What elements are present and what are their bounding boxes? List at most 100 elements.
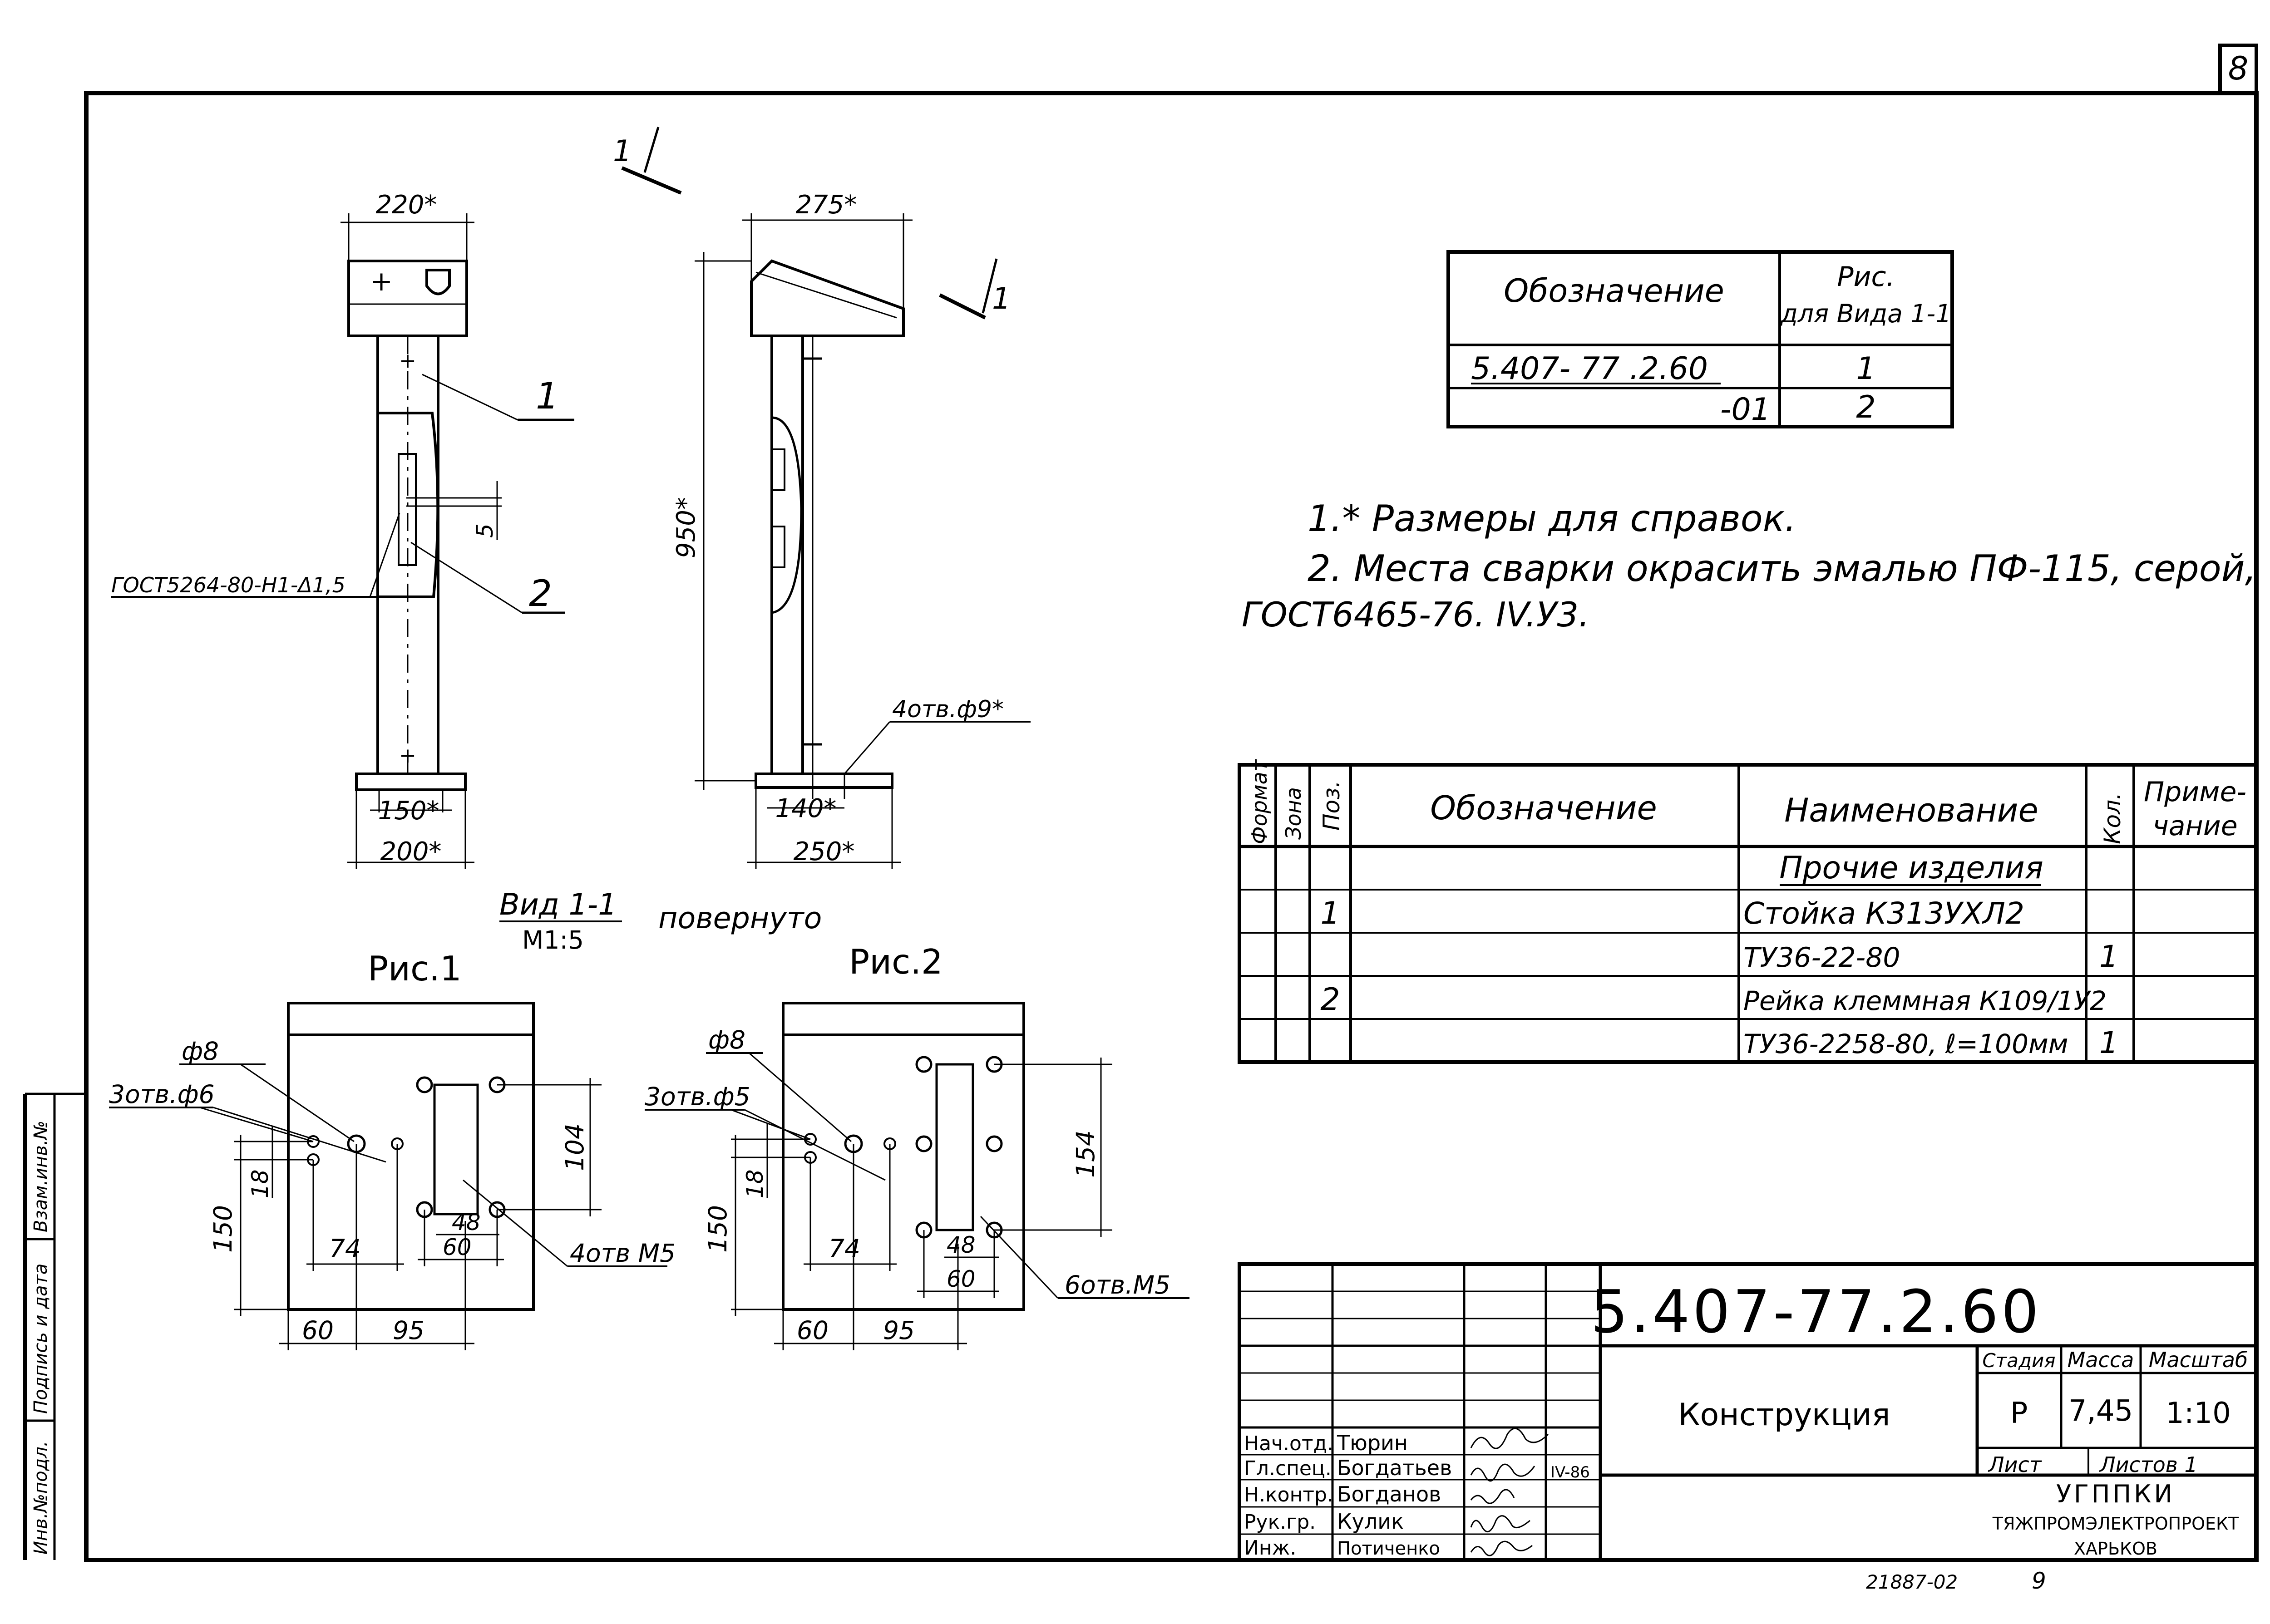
title-name: Конструкция (1678, 1397, 1890, 1433)
role-name: Богданов (1337, 1482, 1441, 1506)
pos-2-label: 2 (529, 572, 552, 615)
view-title-text: Вид 1-1 (499, 888, 617, 922)
fig1-d18: 18 (247, 1169, 273, 1198)
spec-row-qty: 1 (2099, 1025, 2118, 1060)
spec-section: Прочие изделия (1779, 850, 2043, 886)
variants-header-fig: Рис. (1837, 261, 1895, 293)
title-designation: 5.407-77.2.60 (1590, 1277, 2041, 1346)
fig1-d150: 150 (208, 1205, 237, 1253)
signature (1470, 1463, 1535, 1482)
fig1: Рис.1 ф8 3отв.ф6 18 150 74 104 (109, 949, 676, 1350)
spec-h-note: Приме- (2144, 776, 2246, 808)
role-name: Богдатьев (1337, 1456, 1452, 1480)
spec-h-note-2: чание (2152, 810, 2237, 842)
side-stamp: Инв.№подл. Подпись и дата Взам.инв.№ (23, 1093, 86, 1560)
spec-h-format: Формат (1247, 759, 1272, 844)
fig2-holes: 3отв.ф5 (645, 1082, 750, 1111)
dim-250: 250* (794, 837, 855, 866)
variants-header-code: Обозначение (1504, 272, 1724, 310)
view-rotated: повернуто (658, 901, 822, 935)
dim-140: 140* (775, 794, 837, 823)
fig1-d104: 104 (560, 1123, 589, 1171)
spec-row-name: Рейка клеммная К109/1У2 (1743, 985, 2107, 1016)
signature (1470, 1489, 1515, 1504)
variants-table: Обозначение Рис. для Вида 1-1 5.407- 77 … (1446, 250, 1954, 428)
spec-table: Формат Зона Поз. Обозначение Наименовани… (1238, 759, 2258, 1064)
dim-150: 150* (378, 796, 439, 826)
note-2-cont: ГОСТ6465-76. IV.У3. (1242, 595, 1589, 635)
stage-value: Р (2010, 1397, 2028, 1430)
spec-h-qty: Кол. (2099, 792, 2126, 844)
fig1-d95: 95 (393, 1316, 424, 1345)
spec-row-qty: 1 (2099, 939, 2118, 974)
side-stamp-sign-label: Подпись и дата (30, 1264, 51, 1414)
signature (1470, 1515, 1530, 1533)
svg-text:+: + (370, 266, 393, 297)
spec-row-pos: 2 (1320, 982, 1340, 1018)
fig2-d48: 48 (947, 1232, 976, 1258)
fig2-d60: 60 (797, 1316, 829, 1345)
scale-value: 1:10 (2166, 1397, 2231, 1430)
stage-header: Стадия (1982, 1349, 2055, 1372)
front-view: + + + 220* 1 5 2 ГОСТ5264-80-Н1-Δ1,5 (111, 190, 574, 869)
side-stamp-inv-label: Инв.№подл. (30, 1441, 51, 1555)
role-name: Кулик (1337, 1509, 1404, 1534)
note-1: 1.* Размеры для справок. (1308, 497, 1796, 540)
fig2-d154: 154 (1071, 1130, 1100, 1178)
holes-label: 4отв.ф9* (892, 696, 1004, 723)
role-label: Инж. (1244, 1536, 1296, 1560)
role-name: Тюрин (1337, 1431, 1408, 1455)
fig1-d48: 48 (452, 1209, 481, 1235)
side-view: 275* 950* 4отв.ф9* 140* 250* 1 1 (613, 127, 1031, 869)
dim-950: 950* (671, 497, 701, 558)
scale-header: Масштаб (2149, 1348, 2248, 1372)
signature (1470, 1540, 1533, 1556)
fig1-d60a: 60 (443, 1234, 472, 1260)
role-label: Н.контр. (1244, 1483, 1333, 1506)
org-1: УГППКИ (2056, 1480, 2175, 1508)
svg-text:+: + (399, 743, 416, 768)
mass-header: Масса (2068, 1348, 2134, 1372)
org-2: ТЯЖПРОМЭЛЕКТРОПРОЕКТ (1992, 1514, 2239, 1534)
approval-date: IV-86 (1550, 1463, 1590, 1481)
svg-text:+: + (399, 349, 416, 373)
spec-row-name: ТУ36-22-80 (1743, 942, 1900, 974)
dim-220: 220* (376, 190, 437, 220)
pos-1-label: 1 (536, 375, 559, 417)
fig1-d60: 60 (302, 1316, 334, 1345)
page-number: 9 (2032, 1568, 2046, 1594)
role-label: Нач.отд. (1244, 1432, 1333, 1455)
fig2-d8: ф8 (708, 1025, 745, 1054)
variants-row-code: 5.407- 77 .2.60 (1471, 351, 1708, 387)
section-mark-right: 1 (992, 282, 1011, 316)
sheet-number: 8 (2228, 50, 2249, 87)
fig1-m5: 4отв М5 (570, 1239, 676, 1268)
fig2-d150: 150 (703, 1205, 732, 1253)
dim-5: 5 (472, 523, 498, 538)
fig2: Рис.2 ф8 3отв.ф5 18 150 74 (645, 942, 1189, 1350)
dim-200: 200* (380, 837, 442, 866)
view-scale: М1:5 (522, 925, 584, 955)
variants-row-fig: 1 (1856, 351, 1875, 387)
dim-275: 275* (796, 190, 857, 220)
section-mark-left: 1 (613, 134, 632, 168)
archive-number: 21887-02 (1866, 1571, 1958, 1593)
org-3: ХАРЬКОВ (2074, 1539, 2157, 1559)
spec-h-code: Обозначение (1430, 789, 1657, 827)
spec-h-zone: Зона (1281, 787, 1306, 840)
role-name: Потиченко (1337, 1538, 1440, 1559)
variants-row-fig: 2 (1856, 389, 1875, 425)
fig2-d95: 95 (883, 1316, 915, 1345)
view-title: Вид 1-1 М1:5 повернуто (499, 888, 822, 955)
mass-value: 7,45 (2068, 1394, 2133, 1428)
fig1-title: Рис.1 (368, 949, 462, 989)
fig2-m5: 6отв.М5 (1065, 1270, 1170, 1299)
side-stamp-replace-label: Взам.инв.№ (30, 1121, 51, 1232)
spec-h-pos: Поз. (1318, 780, 1345, 831)
variants-row-code: -01 (1720, 392, 1771, 428)
role-label: Рук.гр. (1244, 1511, 1316, 1534)
sheets-header: Листов 1 (2099, 1452, 2198, 1477)
signature (1470, 1427, 1549, 1449)
variants-header-view: для Вида 1-1 (1780, 299, 1951, 328)
